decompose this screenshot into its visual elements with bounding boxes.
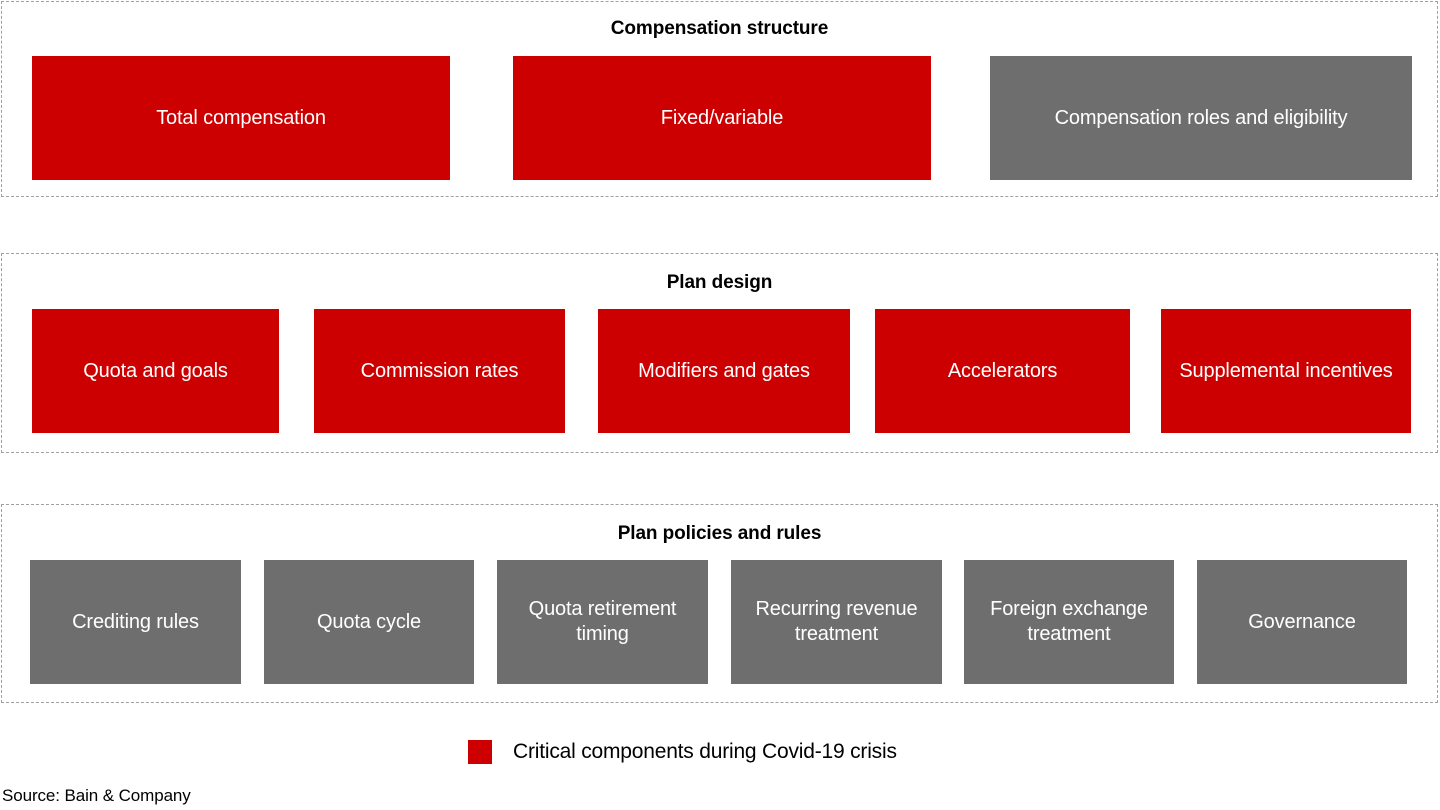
node-label: Modifiers and gates <box>638 359 810 382</box>
node-label: Quota and goals <box>83 359 228 382</box>
node-label: Supplemental incentives <box>1179 359 1393 382</box>
node-crediting-rules[interactable]: Crediting rules <box>30 560 241 684</box>
node-quota-retirement-timing[interactable]: Quota retirement timing <box>497 560 708 684</box>
section-plan-design: Plan design Quota and goals Commission r… <box>1 253 1438 453</box>
node-label: Accelerators <box>947 359 1058 382</box>
legend-swatch-critical <box>468 740 492 764</box>
node-label: Crediting rules <box>72 610 199 633</box>
node-quota-and-goals[interactable]: Quota and goals <box>32 309 279 433</box>
node-fixed-variable[interactable]: Fixed/variable <box>513 56 931 180</box>
legend: Critical components during Covid-19 cris… <box>468 740 897 764</box>
node-label: Foreign exchange treatment <box>990 598 1148 645</box>
node-modifiers-and-gates[interactable]: Modifiers and gates <box>598 309 850 433</box>
node-foreign-exchange-treatment[interactable]: Foreign exchange treatment <box>964 560 1174 684</box>
node-label: Total compensation <box>156 106 326 129</box>
section-compensation-structure: Compensation structure Total compensatio… <box>1 1 1438 197</box>
legend-label-critical: Critical components during Covid-19 cris… <box>513 740 897 763</box>
node-commission-rates[interactable]: Commission rates <box>314 309 565 433</box>
node-total-compensation[interactable]: Total compensation <box>32 56 450 180</box>
node-recurring-revenue-treatment[interactable]: Recurring revenue treatment <box>731 560 942 684</box>
node-quota-cycle[interactable]: Quota cycle <box>264 560 474 684</box>
section-plan-policies-and-rules: Plan policies and rules Crediting rules … <box>1 504 1438 703</box>
node-supplemental-incentives[interactable]: Supplemental incentives <box>1161 309 1411 433</box>
node-label: Governance <box>1248 610 1356 633</box>
node-label: Recurring revenue treatment <box>755 598 918 645</box>
node-label: Quota cycle <box>317 610 421 633</box>
node-label: Compensation roles and eligibility <box>1054 106 1348 129</box>
node-governance[interactable]: Governance <box>1197 560 1407 684</box>
source-note: Source: Bain & Company <box>2 786 191 805</box>
section-title-plan-policies-and-rules: Plan policies and rules <box>617 523 822 544</box>
node-compensation-roles-and-eligibility[interactable]: Compensation roles and eligibility <box>990 56 1412 180</box>
section-title-compensation-structure: Compensation structure <box>610 18 829 39</box>
section-title-plan-design: Plan design <box>666 272 773 293</box>
node-accelerators[interactable]: Accelerators <box>875 309 1130 433</box>
node-label: Fixed/variable <box>660 106 784 129</box>
node-label: Quota retirement timing <box>528 598 677 645</box>
node-label: Commission rates <box>360 359 519 382</box>
